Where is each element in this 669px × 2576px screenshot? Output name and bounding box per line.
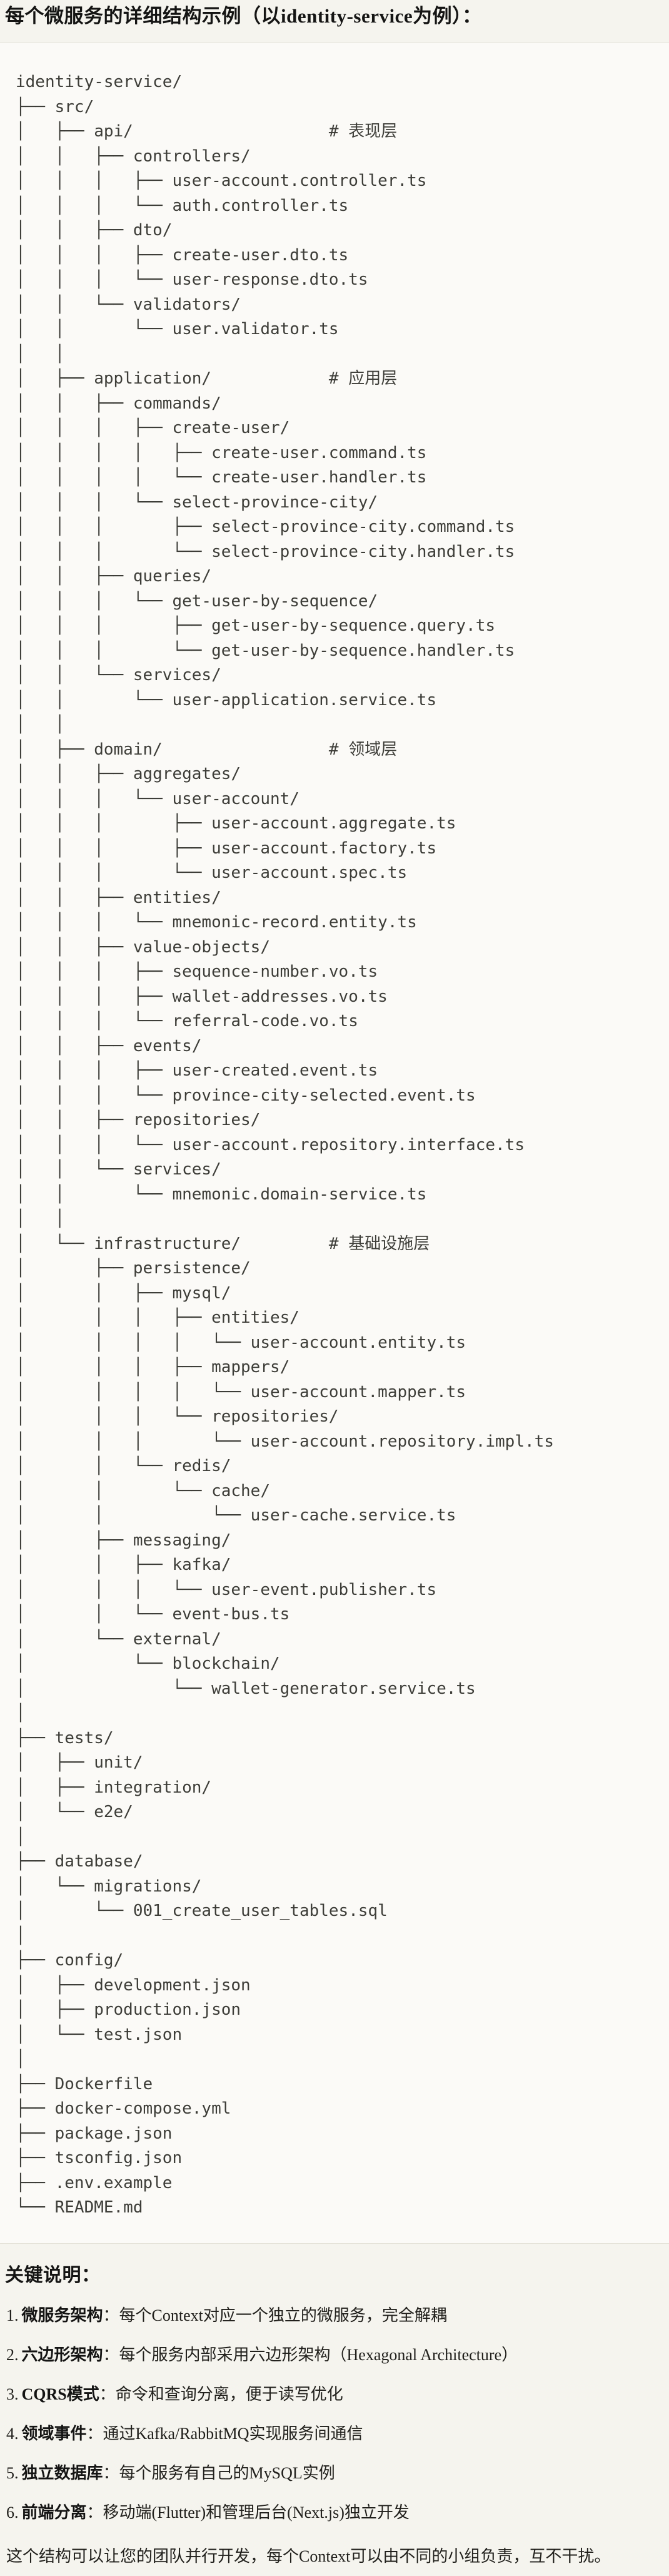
note-item-microservices: 1.微服务架构：每个Context对应一个独立的微服务，完全解耦 <box>6 2304 664 2328</box>
note-text: ：移动端(Flutter)和管理后台(Next.js)独立开发 <box>86 2503 410 2522</box>
note-label: 前端分离 <box>21 2503 87 2522</box>
note-text: ：每个服务有自己的MySQL实例 <box>103 2463 335 2482</box>
note-label: 领域事件 <box>21 2424 87 2443</box>
note-number: 4. <box>6 2424 19 2443</box>
note-text: ：通过Kafka/RabbitMQ实现服务间通信 <box>86 2424 363 2443</box>
notes-heading: 关键说明： <box>5 2264 101 2286</box>
note-number: 1. <box>6 2306 19 2324</box>
note-number: 2. <box>6 2345 19 2364</box>
notes-section: 关键说明： 1.微服务架构：每个Context对应一个独立的微服务，完全解耦 2… <box>0 2263 669 2568</box>
note-number: 6. <box>6 2503 19 2522</box>
note-number: 3. <box>6 2385 19 2403</box>
closing-paragraph: 这个结构可以让您的团队并行开发，每个Context可以由不同的小组负责，互不干扰… <box>6 2547 611 2565</box>
note-label: 六边形架构 <box>21 2345 103 2364</box>
note-item-frontend-separation: 6.前端分离：移动端(Flutter)和管理后台(Next.js)独立开发 <box>6 2501 664 2525</box>
note-item-independent-db: 5.独立数据库：每个服务有自己的MySQL实例 <box>6 2461 664 2485</box>
note-text: ：每个服务内部采用六边形架构（Hexagonal Architecture） <box>103 2345 518 2364</box>
code-block: identity-service/ ├── src/ │ ├── api/ # … <box>0 42 669 2244</box>
note-label: 独立数据库 <box>21 2463 103 2482</box>
page-title: 每个微服务的详细结构示例（以identity-service为例）： <box>5 5 482 27</box>
note-label: 微服务架构 <box>21 2306 103 2324</box>
directory-tree: identity-service/ ├── src/ │ ├── api/ # … <box>16 73 554 2217</box>
note-text: ：命令和查询分离，便于读写优化 <box>99 2385 343 2403</box>
document-body: 每个微服务的详细结构示例（以identity-service为例）： ident… <box>0 3 669 2568</box>
note-item-hexagonal: 2.六边形架构：每个服务内部采用六边形架构（Hexagonal Architec… <box>6 2343 664 2367</box>
note-number: 5. <box>6 2463 19 2482</box>
note-text: ：每个Context对应一个独立的微服务，完全解耦 <box>103 2306 447 2324</box>
note-label: CQRS模式 <box>21 2385 99 2403</box>
note-item-domain-events: 4.领域事件：通过Kafka/RabbitMQ实现服务间通信 <box>6 2422 664 2446</box>
note-item-cqrs: 3.CQRS模式：命令和查询分离，便于读写优化 <box>6 2383 664 2406</box>
